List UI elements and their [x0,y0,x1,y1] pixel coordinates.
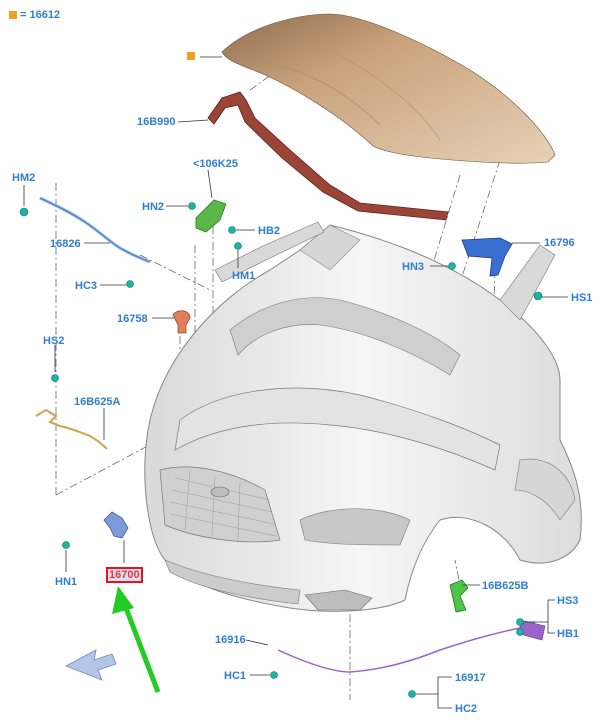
label-106K25[interactable]: <106K25 [193,158,238,170]
label-16B625B[interactable]: 16B625B [482,580,529,592]
release-handle-16B625B[interactable] [449,579,469,613]
label-16916[interactable]: 16916 [215,634,246,646]
fastener-icon [62,541,70,549]
view-direction-arrow [65,649,117,681]
release-cable-16916[interactable] [277,621,536,673]
legend-swatch-icon [9,11,17,20]
hood-latch-16700[interactable] [103,511,129,539]
fastener-icon [228,226,236,234]
label-HC1[interactable]: HC1 [224,670,247,682]
fastener-icon [408,690,416,698]
fasteners [19,202,543,698]
label-16826[interactable]: 16826 [50,238,81,250]
label-HC3[interactable]: HC3 [75,280,98,292]
support-16796[interactable] [461,237,513,277]
fastener-icon [516,628,524,636]
label-16758[interactable]: 16758 [117,313,148,325]
label-HN2[interactable]: HN2 [142,201,165,213]
label-HM1[interactable]: HM1 [232,270,256,282]
label-16B625A[interactable]: 16B625A [74,396,121,408]
label-HS3[interactable]: HS3 [557,595,579,607]
green-pointer-arrow [112,586,161,693]
fastener-icon [270,671,278,679]
legend-text: = 16612 [20,9,61,21]
label-HS2[interactable]: HS2 [43,335,65,347]
fastener-icon [448,262,456,270]
bracket-106K25[interactable] [195,199,227,233]
fastener-icon [516,618,524,626]
fastener-icon [19,207,29,217]
callout-lines [23,56,568,709]
label-16700-selected[interactable]: 16700 [106,567,143,583]
label-HN3[interactable]: HN3 [402,261,425,273]
hood-hinge-16826[interactable] [39,196,151,264]
label-HB1[interactable]: HB1 [557,628,580,640]
latch-cable-16B625A[interactable] [35,408,108,450]
fastener-icon [533,291,543,301]
fastener-icon [234,242,242,250]
label-HS1[interactable]: HS1 [571,292,593,304]
legend: = 16612 [9,9,60,21]
label-HM2[interactable]: HM2 [12,172,36,184]
label-16917[interactable]: 16917 [455,672,486,684]
hood-panel[interactable] [221,13,556,164]
label-HN1[interactable]: HN1 [55,576,78,588]
label-HB2[interactable]: HB2 [258,225,281,237]
car-front-body[interactable] [144,221,582,612]
bumper-16758[interactable] [172,310,191,334]
label-HC2[interactable]: HC2 [455,703,478,715]
fastener-icon [51,374,59,382]
fastener-icon [188,202,196,210]
label-16B990[interactable]: 16B990 [137,116,176,128]
hood-seal[interactable] [207,91,449,221]
legend-marker-hood [187,52,195,60]
label-16796[interactable]: 16796 [544,237,575,249]
fastener-icon [126,280,134,288]
